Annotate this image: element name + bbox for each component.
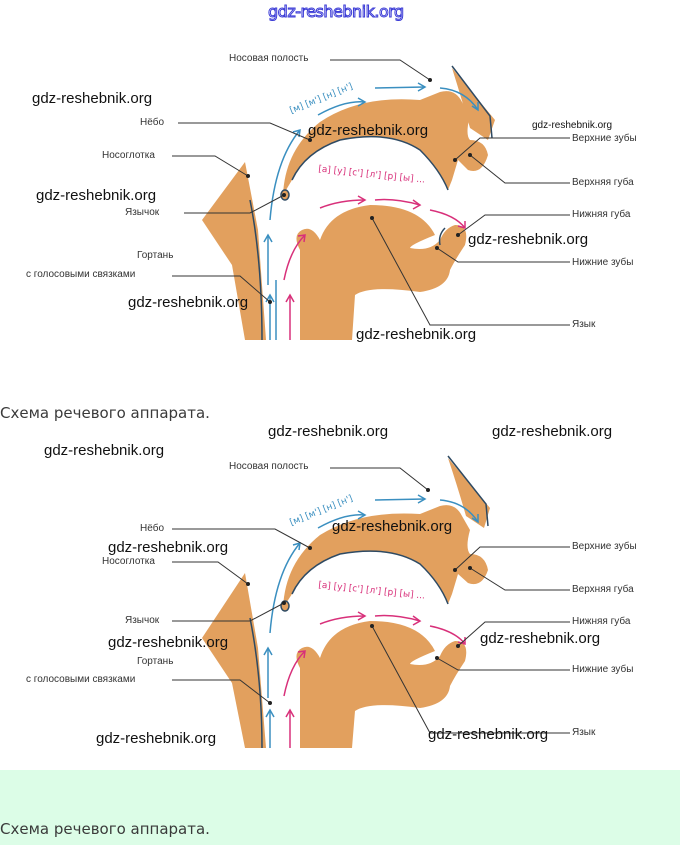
label-lower-teeth: Нижние зубы <box>572 257 634 268</box>
watermark: gdz-reshebnik.org <box>428 726 549 743</box>
label-dots <box>246 78 472 304</box>
watermark: gdz-reshebnik.org <box>128 294 249 311</box>
pharynx-wall-shape <box>202 573 266 748</box>
watermark: gdz-reshebnik.org <box>44 442 165 459</box>
label-upper-lip: Верхняя губа <box>572 584 634 595</box>
leader-lines <box>172 59 570 326</box>
label-palate: Нёбо <box>140 523 165 534</box>
label-nasal-cavity: Носовая полость <box>229 461 309 472</box>
label-larynx-line2: с голосовыми связками <box>26 269 136 280</box>
pharynx-wall-shape <box>202 162 266 340</box>
site-watermark-top: gdz-reshebnik.org <box>268 2 405 22</box>
leader-lines <box>172 467 570 734</box>
watermark: gdz-reshebnik.org <box>532 120 613 131</box>
watermark: gdz-reshebnik.org <box>308 122 429 139</box>
watermark: gdz-reshebnik.org <box>32 90 153 107</box>
label-tongue: Язык <box>572 319 596 330</box>
label-lower-teeth: Нижние зубы <box>572 664 634 675</box>
label-upper-lip: Верхняя губа <box>572 177 634 188</box>
tongue-shape <box>296 621 467 748</box>
label-dots <box>246 488 472 705</box>
diagram-graphic <box>172 59 570 341</box>
figure-caption-1: Схема речевого аппарата. <box>0 404 210 422</box>
tongue-shape <box>296 205 467 340</box>
watermark: gdz-reshebnik.org <box>356 326 477 343</box>
label-lower-lip: Нижняя губа <box>572 209 631 220</box>
label-tongue: Язык <box>572 727 596 738</box>
watermark: gdz-reshebnik.org <box>108 539 229 556</box>
speech-apparatus-diagram-1: [м] [м'] [н] [н'] [а] [у] [с'] [л'] [р] … <box>0 40 680 350</box>
watermark: gdz-reshebnik.org <box>468 231 589 248</box>
watermark: gdz-reshebnik.org <box>268 423 389 440</box>
label-palate: Нёбо <box>140 117 165 128</box>
watermark: gdz-reshebnik.org <box>36 187 157 204</box>
figure-caption-2: Схема речевого аппарата. <box>0 820 210 838</box>
watermark: gdz-reshebnik.org <box>480 630 601 647</box>
label-nasal-cavity: Носовая полость <box>229 53 309 64</box>
label-nasopharynx: Носоглотка <box>102 150 155 161</box>
watermark: gdz-reshebnik.org <box>492 423 613 440</box>
label-larynx-line1: Гортань <box>137 250 174 261</box>
caption-panel <box>0 770 680 845</box>
label-larynx-line2: с голосовыми связками <box>26 674 136 685</box>
watermark: gdz-reshebnik.org <box>332 518 453 535</box>
nose-shape <box>448 458 490 528</box>
oral-airflow-arrows <box>283 195 466 340</box>
watermark: gdz-reshebnik.org <box>96 730 217 747</box>
label-larynx-line1: Гортань <box>137 656 174 667</box>
label-nasopharynx: Носоглотка <box>102 556 155 567</box>
label-uvula: Язычок <box>125 207 160 218</box>
diagram-graphic <box>172 455 570 749</box>
label-upper-teeth: Верхние зубы <box>572 133 637 144</box>
watermark: gdz-reshebnik.org <box>108 634 229 651</box>
label-upper-teeth: Верхние зубы <box>572 541 637 552</box>
label-lower-lip: Нижняя губа <box>572 616 631 627</box>
speech-apparatus-diagram-2: [м] [м'] [н] [н'] [а] [у] [с'] [л'] [р] … <box>0 423 680 768</box>
label-uvula: Язычок <box>125 615 160 626</box>
